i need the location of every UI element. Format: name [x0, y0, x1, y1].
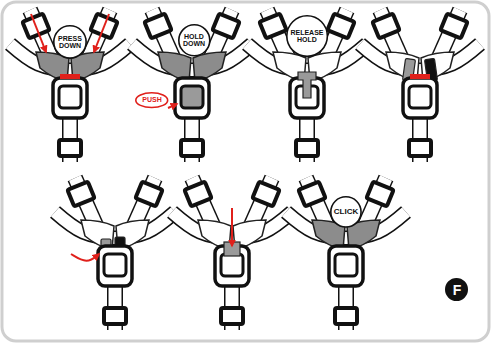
strap-loop: [372, 14, 399, 39]
circle-shape: [331, 197, 361, 227]
instruction-bubble: CLICK: [330, 196, 362, 228]
circle-shape: [178, 24, 209, 55]
motion-arrow: [231, 208, 233, 246]
strap-loop: [252, 182, 279, 207]
strap-loop: [221, 308, 243, 324]
node-text: PRESS DOWN: [58, 35, 82, 50]
motion-arrow: [94, 14, 109, 52]
buckle-body: [53, 78, 87, 118]
buckle-step: [286, 178, 406, 330]
circle-shape: [54, 26, 86, 58]
node-text: F: [453, 283, 462, 298]
strap-loop: [259, 14, 286, 39]
node-text: HOLD DOWN: [183, 33, 205, 48]
strap-loop: [298, 182, 325, 207]
ellipse-shape: [136, 93, 168, 108]
strap-loop: [144, 14, 171, 39]
motion-arrow: [31, 14, 46, 52]
figure-letter: F: [445, 278, 468, 301]
circle-shape: [446, 279, 467, 300]
strap-loop: [366, 182, 393, 207]
buckle-step: [55, 178, 175, 330]
strap: [360, 44, 480, 70]
slot-marker: [410, 74, 430, 79]
node-text: PUSH: [142, 96, 161, 103]
motion-arrow: [71, 254, 99, 261]
buckle-body: [175, 78, 209, 118]
circle-shape: [287, 16, 328, 57]
strap-loop: [440, 14, 467, 39]
strap: [360, 44, 480, 70]
buckle-step: [132, 10, 252, 162]
push-callout: PUSH: [135, 92, 168, 108]
motion-arrow: [168, 104, 177, 108]
strap-loop: [335, 308, 357, 324]
instruction-bubble: PRESS DOWN: [53, 25, 87, 59]
strap: [55, 212, 175, 238]
buckle-body: [329, 246, 363, 286]
strap-loop: [212, 14, 239, 39]
strap-loop: [59, 140, 81, 156]
strap-loop: [296, 140, 318, 156]
buckle-body: [403, 78, 437, 118]
release-button: [221, 254, 243, 276]
buckle-step: [10, 10, 130, 162]
strap-loop: [327, 14, 354, 39]
buckle-tongue: [298, 72, 316, 98]
release-button: [181, 86, 203, 108]
strap-loop: [135, 182, 162, 207]
release-button: [104, 254, 126, 276]
buckle-step: [247, 10, 367, 162]
release-button: [59, 86, 81, 108]
strap-loop: [181, 140, 203, 156]
node-text: CLICK: [334, 208, 358, 216]
strap-loop: [184, 182, 211, 207]
buckle-step: [172, 178, 292, 330]
strap-loop: [409, 140, 431, 156]
node-text: RELEASE HOLD: [290, 29, 323, 44]
strap-loop: [67, 182, 94, 207]
release-button: [335, 254, 357, 276]
instruction-bubble: HOLD DOWN: [178, 24, 211, 57]
slot-marker: [60, 74, 80, 79]
instruction-bubble: RELEASE HOLD: [286, 15, 328, 57]
strap: [55, 212, 175, 238]
release-button: [409, 86, 431, 108]
buckle-step: [360, 10, 480, 162]
strap-loop: [104, 308, 126, 324]
buckle-body: [98, 246, 132, 286]
